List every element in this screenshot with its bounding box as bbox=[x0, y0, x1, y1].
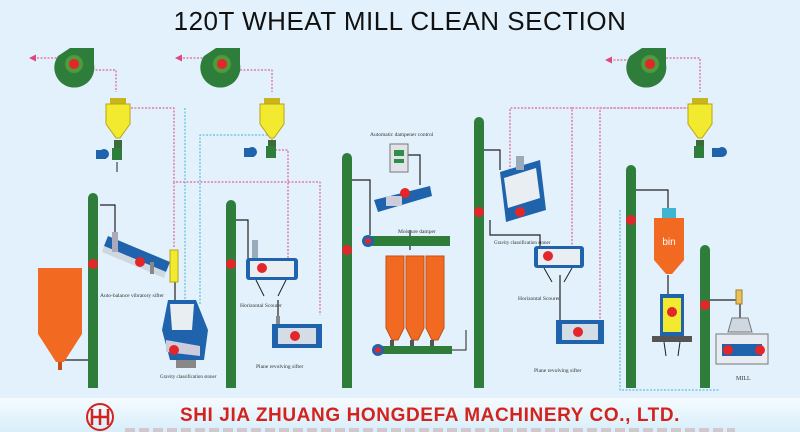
sifter-label: Auto-balance vibratory sifter bbox=[100, 292, 164, 299]
roller-mill: MILL bbox=[715, 289, 769, 382]
dampener-control: Automatic dampener control bbox=[370, 132, 434, 173]
horizontal-scourer-1: Horizontal Scourer bbox=[240, 240, 298, 309]
air-ducts bbox=[29, 54, 701, 330]
grain-lines bbox=[184, 108, 720, 391]
scourer-1-label: Horizontal Scourer bbox=[240, 303, 282, 309]
clean-wheat-bin: bin bbox=[654, 208, 684, 274]
vibratory-sifter: Auto-balance vibratory sifter bbox=[100, 232, 179, 299]
plane-sifter-2-label: Plane revolving sifter bbox=[534, 367, 582, 374]
footer-subline bbox=[125, 428, 735, 432]
plane-sifter-1: Plane revolving sifter bbox=[256, 316, 322, 370]
fan-1 bbox=[54, 48, 95, 88]
horizontal-scourer-2: Horizontal Scourer bbox=[518, 246, 584, 302]
cyclone-2 bbox=[244, 98, 285, 158]
gravity-stoner-2: Gravity classification stoner bbox=[494, 156, 551, 246]
gravity-stoner-1: Gravity classification stoner bbox=[160, 300, 217, 380]
elevator-motors bbox=[88, 207, 710, 310]
dampener-control-label: Automatic dampener control bbox=[370, 132, 434, 138]
company-logo bbox=[86, 403, 114, 431]
scourer-2-label: Horizontal Scourer bbox=[518, 296, 560, 302]
plane-sifter-2: Plane revolving sifter bbox=[534, 320, 604, 374]
footer-band bbox=[0, 398, 800, 432]
tempering-bins bbox=[372, 255, 467, 356]
mill-label: MILL bbox=[736, 376, 751, 382]
plane-sifter-1-label: Plane revolving sifter bbox=[256, 363, 304, 370]
diagram-title: 120T WHEAT MILL CLEAN SECTION bbox=[173, 6, 627, 36]
gravity-stoner-2-label: Gravity classification stoner bbox=[494, 241, 551, 246]
cyclone-3 bbox=[687, 98, 727, 158]
intensive-dampener: Moisture damper bbox=[362, 186, 450, 247]
fan-3 bbox=[626, 48, 667, 88]
raw-wheat-silo bbox=[38, 268, 82, 370]
fan-2 bbox=[200, 48, 241, 88]
process-flow-diagram: Auto-balance vibratory sifter Gravity cl… bbox=[29, 48, 769, 391]
cyclone-1 bbox=[96, 98, 131, 172]
gravity-stoner-1-label: Gravity classification stoner bbox=[160, 375, 217, 380]
dampener-unit bbox=[652, 294, 692, 357]
bucket-elevators bbox=[88, 117, 710, 388]
moisture-damper-label: Moisture damper bbox=[398, 229, 436, 235]
company-name: SHI JIA ZHUANG HONGDEFA MACHINERY CO., L… bbox=[179, 405, 681, 426]
bin-label: bin bbox=[662, 237, 675, 248]
